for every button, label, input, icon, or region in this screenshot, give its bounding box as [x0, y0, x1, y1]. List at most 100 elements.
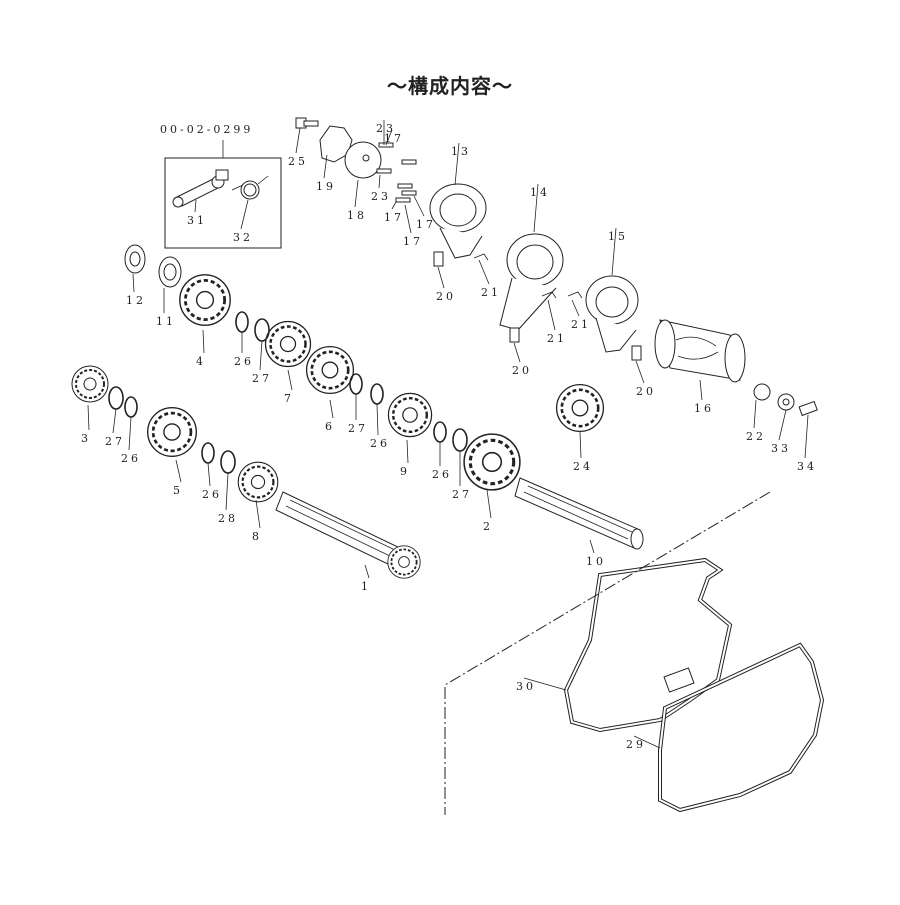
leader-line-p3 [87, 404, 90, 431]
main-shaft-1 [275, 491, 422, 580]
callout-label-p31: 31 [187, 214, 207, 227]
leader-line-p17d [413, 195, 425, 217]
callout-label-p27a: 27 [252, 372, 272, 385]
callout-label-p17d: 17 [416, 218, 436, 231]
callout-label-p29: 29 [626, 738, 646, 751]
callout-label-p21c: 21 [571, 318, 591, 331]
spring-part [231, 175, 269, 200]
callout-label-p17a: 17 [384, 132, 404, 145]
callout-label-p17b: 17 [384, 211, 404, 224]
callout-label-p33: 33 [771, 442, 791, 455]
gear-6 [305, 345, 355, 395]
callout-label-p23a: 23 [376, 122, 396, 135]
leader-line-p13 [454, 142, 460, 186]
callout-label-p6: 6 [325, 420, 335, 433]
callout-label-p28: 28 [218, 512, 238, 525]
clips-21 [473, 253, 583, 299]
gear-3 [71, 365, 109, 403]
leader-line-p17c [404, 204, 412, 234]
leader-line-p14 [533, 183, 539, 233]
leader-line-p29 [633, 735, 661, 749]
leader-line-p28 [225, 472, 229, 511]
leader-line-p31 [194, 199, 197, 213]
callout-label-p27b: 27 [105, 435, 125, 448]
leader-line-p25 [295, 127, 301, 154]
leader-line-p7 [287, 369, 293, 391]
leader-line-p17b [391, 201, 397, 210]
gasket-29 [658, 642, 825, 813]
callout-label-p26b: 26 [121, 452, 141, 465]
pins-20 [433, 251, 642, 361]
leader-line-p2 [486, 489, 492, 519]
gear-7 [264, 320, 312, 368]
callout-label-p26a: 26 [234, 355, 254, 368]
callout-label-p23b: 23 [371, 190, 391, 203]
gear-2 [462, 432, 522, 492]
callout-label-p21a: 21 [481, 286, 501, 299]
leader-line-p21c [571, 299, 580, 317]
callout-label-p3: 3 [81, 432, 91, 445]
callout-label-p20b: 20 [512, 364, 532, 377]
callout-label-p10: 10 [586, 555, 606, 568]
callout-label-p11: 11 [156, 315, 176, 328]
leader-line-p1 [364, 564, 370, 579]
callout-label-p30: 30 [516, 680, 536, 693]
callout-label-p32: 32 [233, 231, 253, 244]
leader-line-p18 [354, 179, 359, 208]
drum-small-parts [753, 383, 818, 417]
callout-label-p34: 34 [797, 460, 817, 473]
callout-label-p5: 5 [173, 484, 183, 497]
leader-line-p21a [478, 259, 490, 285]
leader-line-p10 [589, 539, 595, 554]
callout-label-p27c: 27 [348, 422, 368, 435]
leader-line-p24 [579, 431, 582, 459]
kit-code-label: 00-02-0299 [160, 123, 253, 136]
leader-line-p27a [259, 340, 263, 371]
callout-label-p20c: 20 [636, 385, 656, 398]
leader-line-p19 [323, 154, 328, 179]
callout-label-p2: 2 [483, 520, 493, 533]
callout-label-p17c: 17 [403, 235, 423, 248]
gear-24 [555, 383, 605, 433]
callout-label-p7: 7 [284, 392, 294, 405]
leader-line-p21b [547, 299, 556, 331]
callout-label-p26c: 26 [370, 437, 390, 450]
callout-label-p15: 15 [608, 230, 628, 243]
callout-label-p21b: 21 [547, 332, 567, 345]
leader-line-p32 [240, 199, 249, 230]
leader-line-p26d [207, 462, 211, 487]
diagram-title: ～構成内容～ [387, 74, 513, 98]
callout-label-p16: 16 [694, 402, 714, 415]
leader-line-p33 [778, 409, 787, 441]
leader-line-p17a [385, 129, 393, 146]
gasket-30 [563, 557, 733, 733]
callout-label-p20a: 20 [436, 290, 456, 303]
callout-label-p22: 22 [746, 430, 766, 443]
leader-line-p20a [437, 266, 445, 289]
leader-line-p23b [378, 174, 381, 189]
counter-shaft-10 [514, 477, 644, 550]
gear-9 [387, 392, 433, 438]
shift-arm-part [172, 169, 229, 208]
callout-label-p19: 19 [316, 180, 336, 193]
leader-line-p22 [753, 399, 757, 429]
callout-label-p9: 9 [400, 465, 410, 478]
leader-line-p26b [128, 416, 132, 451]
shift-fork-14 [499, 233, 564, 331]
leader-line-p16 [699, 379, 703, 401]
leader-line-p20b [513, 342, 521, 363]
leader-line-p30 [523, 677, 567, 691]
callout-label-p24: 24 [573, 460, 593, 473]
callout-label-p18: 18 [347, 209, 367, 222]
callout-label-p8: 8 [252, 530, 262, 543]
leader-line-p6 [329, 399, 334, 419]
leader-line-p5 [175, 459, 182, 483]
shift-fork-13 [429, 183, 487, 259]
leader-line-p27b [112, 408, 117, 434]
leader-line-p26c [376, 403, 379, 436]
leader-line-p20c [635, 360, 645, 384]
shift-fork-15 [585, 275, 639, 353]
callout-label-p14: 14 [530, 186, 550, 199]
leader-line-p9 [406, 439, 409, 464]
